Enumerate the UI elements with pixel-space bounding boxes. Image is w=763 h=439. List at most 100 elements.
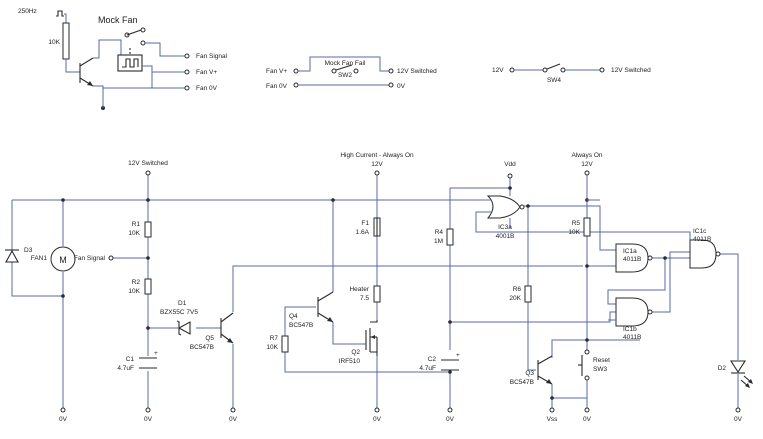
fan-signal-mid-label: Fan Signal (74, 255, 106, 262)
resistor-r2 (144, 278, 152, 295)
r2-val-label: 10K (128, 288, 140, 295)
led-d2 (729, 360, 747, 374)
c1-val-label: 4.7uF (117, 365, 134, 372)
sw4-switch: 12V SW4 12V Switched (492, 63, 651, 84)
r6-ref-label: R6 (513, 286, 522, 293)
nand-gate-ic1c (689, 239, 717, 269)
mock-fan-circuit: 250Hz 10K Mock Fan Fan Signal Fan V+ Fan… (18, 8, 228, 110)
gnd-c1-label: 0V (144, 416, 153, 423)
fan-vplus-top-label: Fan V+ (196, 69, 217, 76)
labels: 12V Switched High Current - Always On 12… (59, 152, 743, 423)
ic3a-val-label: 4001B (496, 233, 515, 240)
r1-ref-label: R1 (132, 221, 141, 228)
rail-vdd-label: Vdd (504, 161, 516, 168)
f1-ref-label: F1 (361, 220, 369, 227)
nor-gate-ic3a (486, 195, 521, 219)
q3-ref-label: Q3 (525, 370, 534, 377)
gnd-c2-label: 0V (446, 416, 455, 423)
resistor-10k-top (62, 22, 70, 60)
square-wave-icon (56, 10, 64, 17)
r7-val-label: 10K (266, 344, 278, 351)
d1-ref-label: D1 (178, 300, 187, 307)
clock-label: 250Hz (18, 8, 37, 15)
nand-gate-ic1b (615, 297, 649, 327)
r-10k-top-label: 10K (48, 39, 60, 46)
q2-val-label: IRF510 (339, 358, 361, 365)
q5-ref-label: Q5 (205, 335, 214, 342)
terminals (60, 170, 741, 413)
q4-ref-label: Q4 (289, 313, 298, 320)
svg-text:+: + (456, 352, 460, 359)
r4-val-label: 1M (434, 238, 443, 245)
r2-ref-label: R2 (132, 279, 141, 286)
fan1-ref-label: FAN1 (31, 255, 48, 262)
c2-val-label: 4.7uF (419, 365, 436, 372)
sw3-ref-label: SW3 (593, 366, 607, 373)
sw4-right-label: 12V Switched (611, 67, 651, 74)
r7-ref-label: R7 (270, 335, 279, 342)
c2-ref-label: C2 (428, 356, 437, 363)
r1-val-label: 10K (128, 230, 140, 237)
main-components: D3 M FAN1 + (5, 186, 753, 400)
sw2-ref-label: SW2 (338, 72, 352, 79)
fan-signal-top-label: Fan Signal (196, 53, 228, 60)
rail-always-on-12v-label: 12V (581, 161, 593, 168)
diode-d3 (5, 249, 19, 263)
ic1c-val-label: 4011B (693, 236, 711, 243)
heater-resistor (373, 285, 381, 303)
q3-val-label: BC547B (510, 379, 534, 386)
gnd-q2-label: 0V (373, 416, 382, 423)
reset-ref-label: Reset (593, 357, 610, 364)
sw2-right-bottom-label: 0V (397, 83, 406, 90)
resistor-r5 (583, 217, 591, 237)
r6-val-label: 20K (509, 295, 521, 302)
ic3a-ref-label: IC3a (498, 224, 512, 231)
sw2-right-top-label: 12V Switched (397, 68, 437, 75)
vss-label: Vss (547, 416, 559, 423)
rail-high-current-label: High Current - Always On (340, 152, 414, 159)
gnd-sw3-label: 0V (583, 416, 592, 423)
ic1a-ref-label: IC1a (623, 248, 637, 255)
c1-ref-label: C1 (126, 356, 135, 363)
ic1b-ref-label: IC1b (623, 326, 637, 333)
fan-relay-box (117, 54, 143, 72)
fan-motor (50, 246, 76, 272)
rail-12v-switched-label: 12V Switched (128, 160, 168, 167)
main-wires (11, 175, 739, 408)
r5-ref-label: R5 (572, 220, 581, 227)
resistor-r7 (281, 335, 289, 353)
f1-val-label: 1.6A (356, 229, 370, 236)
svg-text:+: + (154, 350, 158, 357)
mock-fan-title: Mock Fan (98, 15, 138, 25)
rail-high-current-12v-label: 12V (371, 161, 383, 168)
r5-val-label: 10K (568, 229, 580, 236)
sw4-ref-label: SW4 (547, 77, 561, 84)
rail-always-on-label: Always On (571, 152, 602, 159)
q5-val-label: BC547B (190, 344, 214, 351)
resistor-r6 (524, 285, 532, 303)
fan-motor-label: M (59, 255, 67, 265)
resistor-r1 (144, 221, 152, 238)
sw4-left-label: 12V (492, 67, 504, 74)
ic1a-val-label: 4011B (623, 256, 641, 263)
mock-fan-fail-switch: Fan V+ Fan 0V Mock Fan Fail SW2 12V Swit… (266, 56, 437, 90)
r4-ref-label: R4 (435, 229, 444, 236)
fan-0v-top-label: Fan 0V (196, 85, 218, 92)
q2-ref-label: Q2 (351, 349, 360, 356)
ic1b-val-label: 4011B (623, 334, 641, 341)
d2-ref-label: D2 (718, 365, 727, 372)
d1-val-label: BZX55C 7V5 (160, 309, 198, 316)
ic1c-ref-label: IC1c (693, 228, 707, 235)
q4-val-label: BC547B (289, 322, 313, 329)
heater-val-label: 7.5 (360, 295, 369, 302)
zener-d1 (177, 321, 191, 335)
sw2-name-label: Mock Fan Fail (325, 60, 366, 67)
sw2-left-bottom-label: Fan 0V (266, 83, 288, 90)
sw2-left-top-label: Fan V+ (266, 68, 287, 75)
d3-ref-label: D3 (24, 247, 33, 254)
gnd-d2-label: 0V (734, 416, 743, 423)
gnd-fan-label: 0V (59, 416, 68, 423)
heater-ref-label: Heater (349, 286, 369, 293)
gnd-q5-label: 0V (229, 416, 238, 423)
